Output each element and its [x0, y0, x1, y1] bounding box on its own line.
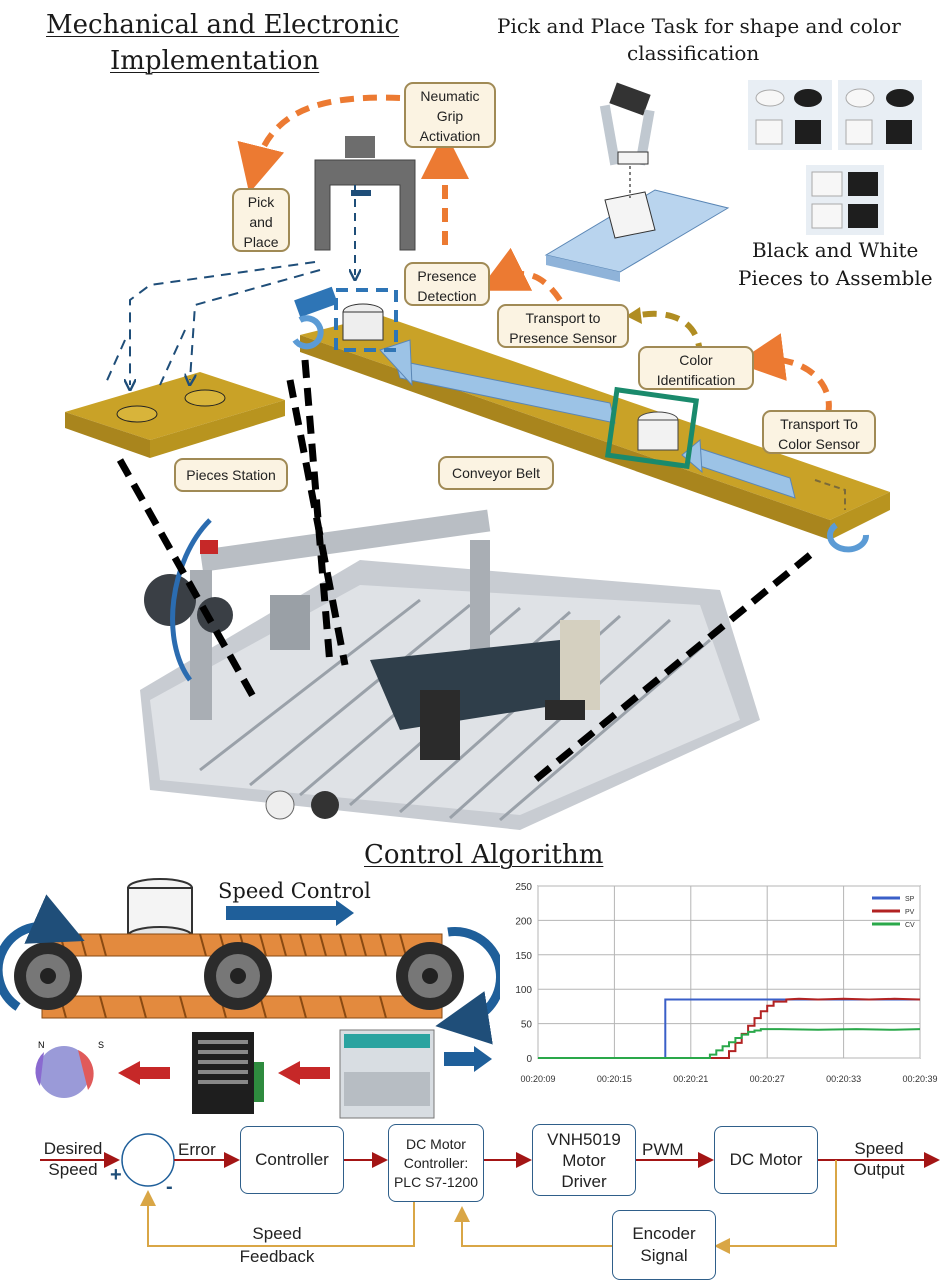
chart-x-tick-label: 00:20:33 — [826, 1074, 861, 1084]
chart-legend-label: SP — [905, 896, 915, 903]
pieces-thumbnails — [748, 80, 922, 235]
task-title-line1: Pick and Place Task for shape and color — [497, 14, 901, 38]
dc-motor-block: DC Motor — [714, 1126, 818, 1194]
pieces-title-line1: Black and White — [752, 238, 919, 262]
label-conveyor-belt: Conveyor Belt — [438, 456, 554, 490]
conveyor-belt-model — [292, 286, 890, 553]
chart-x-tick-label: 00:20:09 — [520, 1074, 555, 1084]
speed-control-label: Speed Control — [218, 879, 371, 903]
machine-photo — [140, 509, 760, 830]
control-algorithm-title: Control Algorithm — [364, 840, 604, 870]
chart-y-tick-label: 0 — [526, 1054, 532, 1065]
pwm-label: PWM — [642, 1140, 684, 1159]
chart-series-cv — [538, 1028, 921, 1059]
gripper-model — [314, 136, 416, 275]
chart-y-tick-label: 100 — [515, 985, 532, 996]
svg-text:S: S — [98, 1040, 104, 1050]
chart-x-tick-label: 00:20:27 — [750, 1074, 785, 1084]
chart-legend-label: CV — [905, 922, 915, 929]
speed-response-chart: 0 50 100 150 200 250 00:20:09 00:20:15 00:20:21 0… — [515, 882, 937, 1084]
task-title-line2: classification — [627, 41, 760, 65]
chart-y-tick-label: 250 — [515, 882, 532, 893]
pieces-title-line2: Pieces to Assemble — [738, 266, 933, 290]
mechanical-illustration — [65, 80, 922, 830]
section-title-mechanical: Mechanical and Electronic — [46, 10, 400, 40]
minus-sign: - — [166, 1176, 173, 1198]
controller-block: Controller — [240, 1126, 344, 1194]
chart-x-tick-label: 00:20:15 — [597, 1074, 632, 1084]
chart-x-tick-label: 00:20:21 — [673, 1074, 708, 1084]
label-pieces-station: Pieces Station — [174, 458, 288, 492]
chart-legend-label: PV — [905, 909, 915, 916]
error-label: Error — [178, 1140, 216, 1159]
pick-place-mini-scene — [544, 82, 730, 282]
chart-x-tick-label: 00:20:39 — [902, 1074, 937, 1084]
chart-y-tick-label: 50 — [521, 1020, 533, 1031]
pieces-station-platform — [65, 372, 285, 458]
svg-text:N: N — [38, 1040, 45, 1050]
section-title-implementation: Implementation — [110, 46, 320, 76]
plus-sign: + — [110, 1164, 122, 1186]
chart-plot-area — [537, 885, 921, 1059]
block-diagram-lines — [40, 1133, 940, 1254]
chart-y-tick-label: 150 — [515, 951, 532, 962]
chart-y-tick-label: 200 — [515, 916, 532, 927]
